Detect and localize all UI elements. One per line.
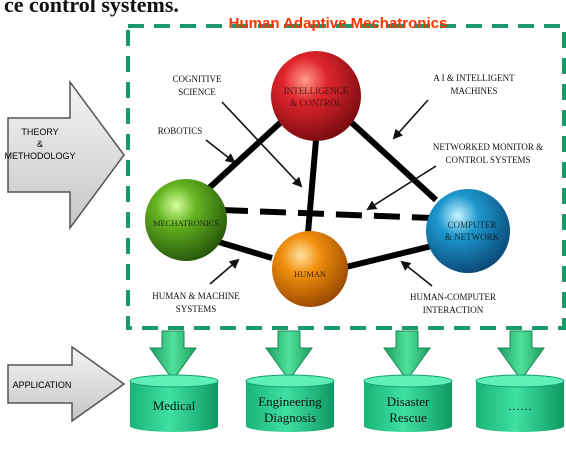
down-arrow-3 [383, 330, 431, 381]
node-intelligence-label-2: & CONTROL [290, 98, 342, 108]
node-human-label: HUMAN [294, 269, 326, 279]
arrow-human-machine [209, 258, 240, 285]
annot-ai-1: A I & INTELLIGENT [433, 73, 515, 83]
header-fragment: ce control systems. [4, 0, 179, 17]
annot-cognitive-2: SCIENCE [178, 87, 216, 97]
theory-arrow [7, 79, 125, 231]
annot-robotics: ROBOTICS [158, 126, 203, 136]
app-cylinder-medical: Medical [129, 374, 219, 432]
line-human-computer [345, 241, 441, 270]
annot-human-computer-1: HUMAN-COMPUTER [410, 292, 496, 302]
app-cylinder-disaster: Disaster Rescue [363, 374, 453, 432]
node-intelligence-label-1: INTELLIGENCE [284, 86, 349, 96]
annot-human-machine-2: SYSTEMS [176, 304, 217, 314]
down-arrow-1 [149, 330, 197, 381]
annot-networked-1: NETWORKED MONITOR & [433, 142, 543, 152]
annotation-arrows [205, 99, 437, 287]
annot-human-computer-2: INTERACTION [423, 305, 484, 315]
line-mech-human [211, 237, 273, 261]
arrow-ai [392, 99, 429, 140]
annot-human-machine-1: HUMAN & MACHINE [152, 291, 240, 301]
theory-label-1: THEORY [21, 127, 58, 137]
arrow-human-computer [400, 260, 433, 287]
node-mechatronics-label: MECHATRONICS [153, 218, 219, 228]
node-intelligence: INTELLIGENCE & CONTROL [271, 51, 361, 141]
app-more-label: …… [508, 399, 532, 413]
line-intel-computer [337, 109, 439, 203]
app-disaster-label-2: Rescue [389, 410, 427, 425]
annot-cognitive-1: COGNITIVE [173, 74, 222, 84]
arrow-robotics [205, 139, 236, 164]
app-cylinder-engineering: Engineering Diagnosis [245, 374, 335, 432]
arrow-cognitive [221, 101, 303, 188]
line-intel-human [305, 139, 319, 234]
annot-networked-2: CONTROL SYSTEMS [446, 155, 531, 165]
down-arrow-4 [497, 330, 545, 381]
app-disaster-label-1: Disaster [387, 394, 430, 409]
node-mechatronics: MECHATRONICS [145, 179, 227, 261]
theory-label-3: METHODOLOGY [4, 151, 75, 161]
applications: Medical Engineering Diagnosis Disaster R… [129, 330, 565, 432]
annot-ai-2: MACHINES [450, 86, 497, 96]
line-mech-computer-dashed [221, 207, 433, 221]
node-computer-label-2: & NETWORK [445, 232, 500, 242]
theory-label-2: & [37, 139, 43, 149]
node-computer: COMPUTER & NETWORK [426, 189, 510, 273]
node-human: HUMAN [272, 231, 348, 307]
line-intel-mech [193, 109, 295, 203]
app-medical-label: Medical [153, 398, 196, 413]
app-engineering-label-2: Diagnosis [264, 410, 316, 425]
diagram-title: Human Adaptive Mechatronics [229, 15, 448, 32]
app-cylinder-more: …… [475, 374, 565, 432]
connections [193, 109, 441, 270]
down-arrow-2 [265, 330, 313, 381]
application-label: APPLICATION [13, 380, 72, 390]
app-engineering-label-1: Engineering [258, 394, 322, 409]
arrow-networked [366, 165, 437, 211]
dashed-frame [126, 24, 566, 330]
node-computer-label-1: COMPUTER [447, 220, 496, 230]
application-arrow [7, 345, 126, 423]
